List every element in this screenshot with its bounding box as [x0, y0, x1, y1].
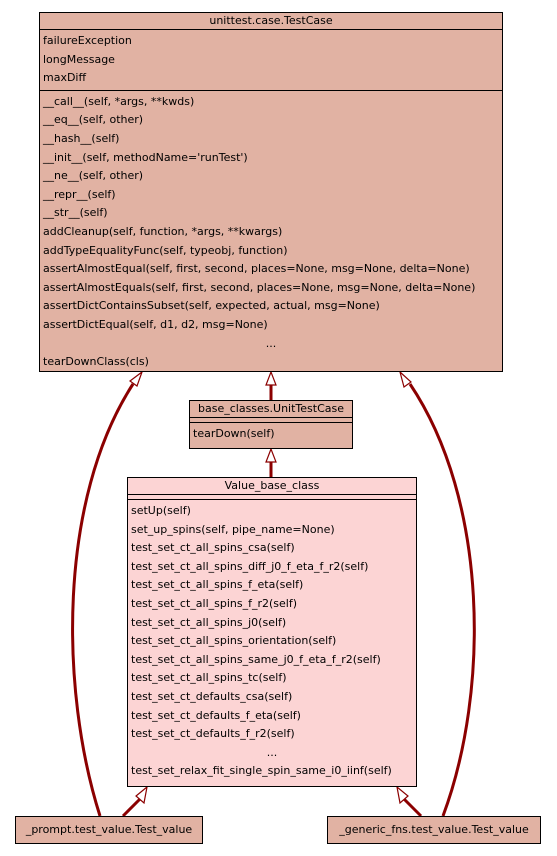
attribute: longMessage: [43, 52, 115, 66]
method: assertAlmostEquals(self, first, second, …: [43, 280, 476, 294]
method: test_set_ct_all_spins_f_r2(self): [131, 596, 298, 610]
method: test_set_ct_all_spins_f_eta(self): [131, 578, 304, 592]
method: test_set_ct_defaults_csa(self): [131, 689, 293, 703]
method: addTypeEqualityFunc(self, typeobj, funct…: [43, 243, 288, 257]
method: test_set_ct_all_spins_orientation(self): [131, 634, 337, 648]
method: __call__(self, *args, **kwds): [43, 94, 195, 108]
method: test_set_ct_defaults_f_eta(self): [131, 708, 301, 722]
method: assertDictEqual(self, d1, d2, msg=None): [43, 317, 268, 331]
method: __hash__(self): [43, 131, 120, 145]
arrowhead-valuebase-to-unittestcase: [265, 447, 277, 463]
method: __str__(self): [43, 206, 108, 220]
attribute: maxDiff: [43, 71, 87, 85]
class-value-base[interactable]: Value_base_class setUp(self) set_up_spin…: [127, 477, 417, 787]
method: setUp(self): [131, 504, 191, 517]
arrowhead-prompt-to-valuebase: [135, 785, 148, 805]
edge-generic-to-testcase: [408, 383, 476, 817]
method: set_up_spins(self, pipe_name=None): [131, 522, 335, 536]
class-testcase-attributes: failureException longMessage maxDiff: [40, 30, 502, 91]
method: __init__(self, methodName='runTest'): [43, 150, 248, 164]
arrowhead-generic-to-valuebase: [396, 785, 409, 805]
class-prompt-test-value-title: _prompt.test_value.Test_value: [25, 823, 193, 836]
class-value-base-title: Value_base_class: [128, 478, 416, 495]
method: test_set_ct_all_spins_csa(self): [131, 541, 295, 555]
method: tearDown(self): [193, 427, 275, 440]
edge-prompt-to-testcase: [71, 383, 135, 817]
method: __repr__(self): [43, 187, 116, 201]
class-unittestcase-attributes: [190, 418, 352, 423]
method-ellipsis: ...: [266, 745, 278, 759]
class-prompt-test-value[interactable]: _prompt.test_value.Test_value: [15, 816, 203, 844]
class-unittestcase-title: base_classes.UnitTestCase: [190, 401, 352, 418]
class-testcase[interactable]: unittest.case.TestCase failureException …: [39, 12, 503, 372]
method: __ne__(self, other): [43, 169, 144, 183]
arrowhead-generic-to-testcase: [398, 370, 412, 388]
method: test_set_ct_all_spins_diff_j0_f_eta_f_r2…: [131, 559, 369, 573]
method: test_set_ct_all_spins_same_j0_f_eta_f_r2…: [131, 652, 381, 666]
edge-generic-to-valuebase: [402, 797, 423, 818]
attribute: failureException: [43, 34, 132, 47]
method: assertDictContainsSubset(self, expected,…: [43, 299, 380, 313]
class-generic-test-value[interactable]: _generic_fns.test_value.Test_value: [327, 816, 541, 844]
arrowhead-prompt-to-testcase: [128, 370, 144, 387]
method: test_set_ct_defaults_f_r2(self): [131, 727, 295, 741]
method: __eq__(self, other): [43, 113, 144, 127]
edge-prompt-to-valuebase: [121, 797, 142, 818]
method: tearDownClass(cls): [43, 355, 149, 369]
class-value-base-attributes: [128, 495, 416, 500]
class-value-base-methods: setUp(self) set_up_spins(self, pipe_name…: [128, 500, 416, 783]
class-generic-test-value-title: _generic_fns.test_value.Test_value: [339, 823, 529, 836]
method: addCleanup(self, function, *args, **kwar…: [43, 224, 283, 238]
class-unittestcase[interactable]: base_classes.UnitTestCase tearDown(self): [189, 400, 353, 449]
method-ellipsis: ...: [265, 336, 277, 350]
class-testcase-title: unittest.case.TestCase: [40, 13, 502, 30]
method: test_set_ct_all_spins_j0(self): [131, 615, 287, 629]
arrowhead-unittestcase-to-testcase: [265, 370, 277, 386]
class-testcase-methods: __call__(self, *args, **kwds) __eq__(sel…: [40, 91, 502, 374]
method: assertAlmostEqual(self, first, second, p…: [43, 262, 470, 276]
method: test_set_relax_fit_single_spin_same_i0_i…: [131, 764, 392, 778]
class-unittestcase-methods: tearDown(self): [190, 423, 352, 446]
method: test_set_ct_all_spins_tc(self): [131, 671, 287, 685]
